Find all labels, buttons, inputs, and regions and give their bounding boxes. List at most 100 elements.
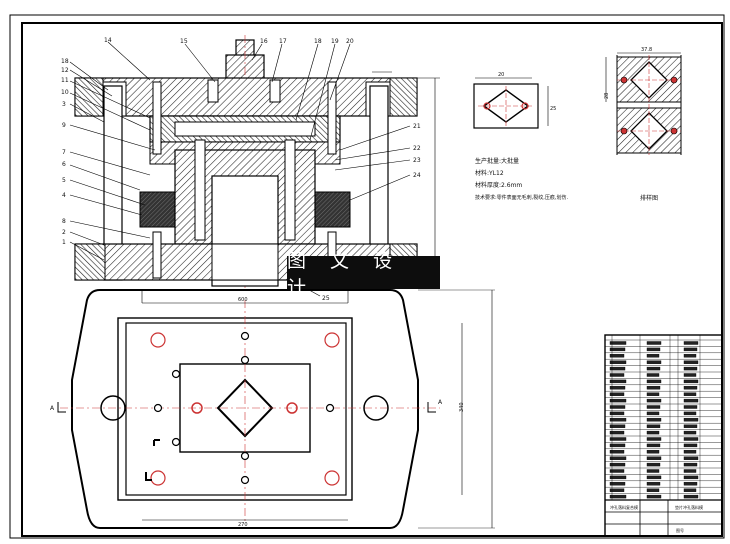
parts-list-cell bbox=[683, 437, 699, 441]
watermark-banner: 图 文 设 计 bbox=[287, 250, 440, 299]
label-20: 20 bbox=[346, 38, 354, 45]
parts-list-cell bbox=[646, 341, 662, 345]
parts-list-cell bbox=[609, 418, 627, 422]
strip-layout: 37.8 28 排样图 bbox=[604, 47, 682, 202]
label-24: 24 bbox=[413, 172, 421, 179]
parts-list-cell bbox=[609, 430, 625, 435]
parts-list-cell bbox=[609, 482, 626, 486]
note-requirements: 技术要求:零件表面无毛刺,裂纹,压痕,划伤. bbox=[475, 194, 568, 201]
parts-list-cell bbox=[683, 366, 698, 371]
parts-list-cell bbox=[609, 347, 626, 352]
dim-strip-pitch: 28 bbox=[604, 93, 610, 99]
parts-list-cell bbox=[683, 398, 699, 403]
parts-list-cell bbox=[646, 462, 661, 467]
parts-list-cell bbox=[646, 366, 661, 371]
label-16: 16 bbox=[260, 38, 268, 45]
title-part: 垫片冲孔落料模 bbox=[675, 504, 703, 510]
part-number-labels: 14 15 16 17 18 19 20 18 12 11 10 3 9 7 6… bbox=[61, 37, 421, 302]
parts-list-cell bbox=[609, 456, 627, 460]
label-17: 17 bbox=[279, 38, 287, 45]
label-18-top: 18 bbox=[314, 38, 322, 45]
parts-list-cell bbox=[609, 405, 626, 409]
parts-list-cell bbox=[609, 392, 625, 396]
parts-list-cell bbox=[646, 386, 661, 390]
parts-list-cell bbox=[609, 488, 625, 492]
label-19: 19 bbox=[331, 38, 339, 45]
parts-list-cell bbox=[683, 360, 699, 364]
label-3: 3 bbox=[62, 101, 66, 108]
parts-list-cell bbox=[646, 475, 662, 480]
note-thickness: 材料厚度:2.6mm bbox=[475, 181, 522, 189]
parts-list-cell bbox=[683, 405, 698, 409]
parts-list-cell bbox=[683, 488, 697, 492]
parts-list-cell bbox=[683, 418, 699, 422]
label-7: 7 bbox=[62, 149, 66, 156]
dim-plan-width: 600 bbox=[238, 297, 248, 303]
parts-list-cell bbox=[646, 488, 660, 492]
label-10: 10 bbox=[61, 89, 69, 96]
parts-list-cell bbox=[646, 469, 660, 473]
parts-list-cell bbox=[683, 379, 699, 384]
parts-list-cell bbox=[683, 411, 697, 416]
label-6: 6 bbox=[62, 161, 66, 168]
label-8: 8 bbox=[62, 218, 66, 225]
parts-list-cell bbox=[683, 347, 698, 352]
title-drawing-no: 图号 bbox=[676, 527, 684, 533]
parts-list-cell bbox=[646, 430, 660, 435]
parts-list-cell bbox=[609, 424, 626, 428]
label-2: 2 bbox=[62, 229, 66, 236]
parts-list-cell bbox=[609, 462, 626, 467]
label-1: 1 bbox=[62, 239, 66, 246]
label-22: 22 bbox=[413, 145, 421, 152]
parts-list-cell bbox=[646, 450, 660, 454]
section-mark-right: A bbox=[438, 399, 443, 406]
parts-list-cell bbox=[609, 379, 627, 384]
parts-list-cell bbox=[646, 360, 662, 364]
parts-list-cell bbox=[646, 398, 662, 403]
strip-layout-label: 排样图 bbox=[640, 194, 658, 202]
technical-notes: 生产批量:大批量 材料:YL12 材料厚度:2.6mm 技术要求:零件表面无毛刺… bbox=[475, 157, 568, 201]
plan-view: 600 270 340 A A bbox=[50, 289, 495, 529]
parts-list-cell bbox=[683, 462, 698, 467]
note-material: 材料:YL12 bbox=[475, 169, 504, 177]
dim-plan-depth: 270 bbox=[238, 522, 248, 528]
parts-list-cell bbox=[683, 469, 697, 473]
parts-list-cell bbox=[683, 430, 697, 435]
sheet-outer-border bbox=[9, 14, 725, 539]
label-4: 4 bbox=[62, 192, 66, 199]
parts-list-cell bbox=[646, 405, 661, 409]
parts-list-cell bbox=[609, 494, 627, 499]
parts-list-cell bbox=[646, 373, 660, 377]
label-21: 21 bbox=[413, 123, 421, 130]
parts-list-cell bbox=[683, 373, 697, 377]
dim-strip-width: 37.8 bbox=[641, 47, 652, 53]
part-drawing: 20 25 bbox=[473, 72, 556, 129]
parts-list-cell bbox=[683, 475, 699, 480]
title-assembly: 冲孔落料复合模 bbox=[610, 504, 638, 510]
dim-part-height: 25 bbox=[550, 106, 556, 112]
parts-list-cell bbox=[683, 424, 698, 428]
label-25: 25 bbox=[322, 295, 330, 302]
parts-list-cell bbox=[609, 373, 625, 377]
dim-part-width: 20 bbox=[498, 72, 504, 78]
label-5: 5 bbox=[62, 177, 66, 184]
parts-list-cell bbox=[646, 456, 662, 460]
parts-list-cell bbox=[646, 424, 661, 428]
label-15: 15 bbox=[180, 38, 188, 45]
section-view bbox=[69, 35, 440, 297]
parts-list-cell bbox=[609, 354, 625, 358]
parts-list-cell bbox=[609, 450, 625, 454]
parts-list-cell bbox=[646, 418, 662, 422]
parts-list-cell bbox=[683, 450, 697, 454]
parts-list-cell bbox=[683, 341, 699, 345]
parts-list-cell bbox=[646, 443, 661, 448]
parts-list-cell bbox=[646, 494, 662, 499]
parts-list-cell bbox=[646, 354, 660, 358]
parts-list-cell bbox=[609, 411, 625, 416]
parts-list-cell bbox=[609, 360, 627, 364]
parts-list-cell bbox=[683, 494, 699, 499]
label-23: 23 bbox=[413, 157, 421, 164]
parts-list-cell bbox=[646, 411, 660, 416]
parts-list-cell bbox=[646, 347, 661, 352]
